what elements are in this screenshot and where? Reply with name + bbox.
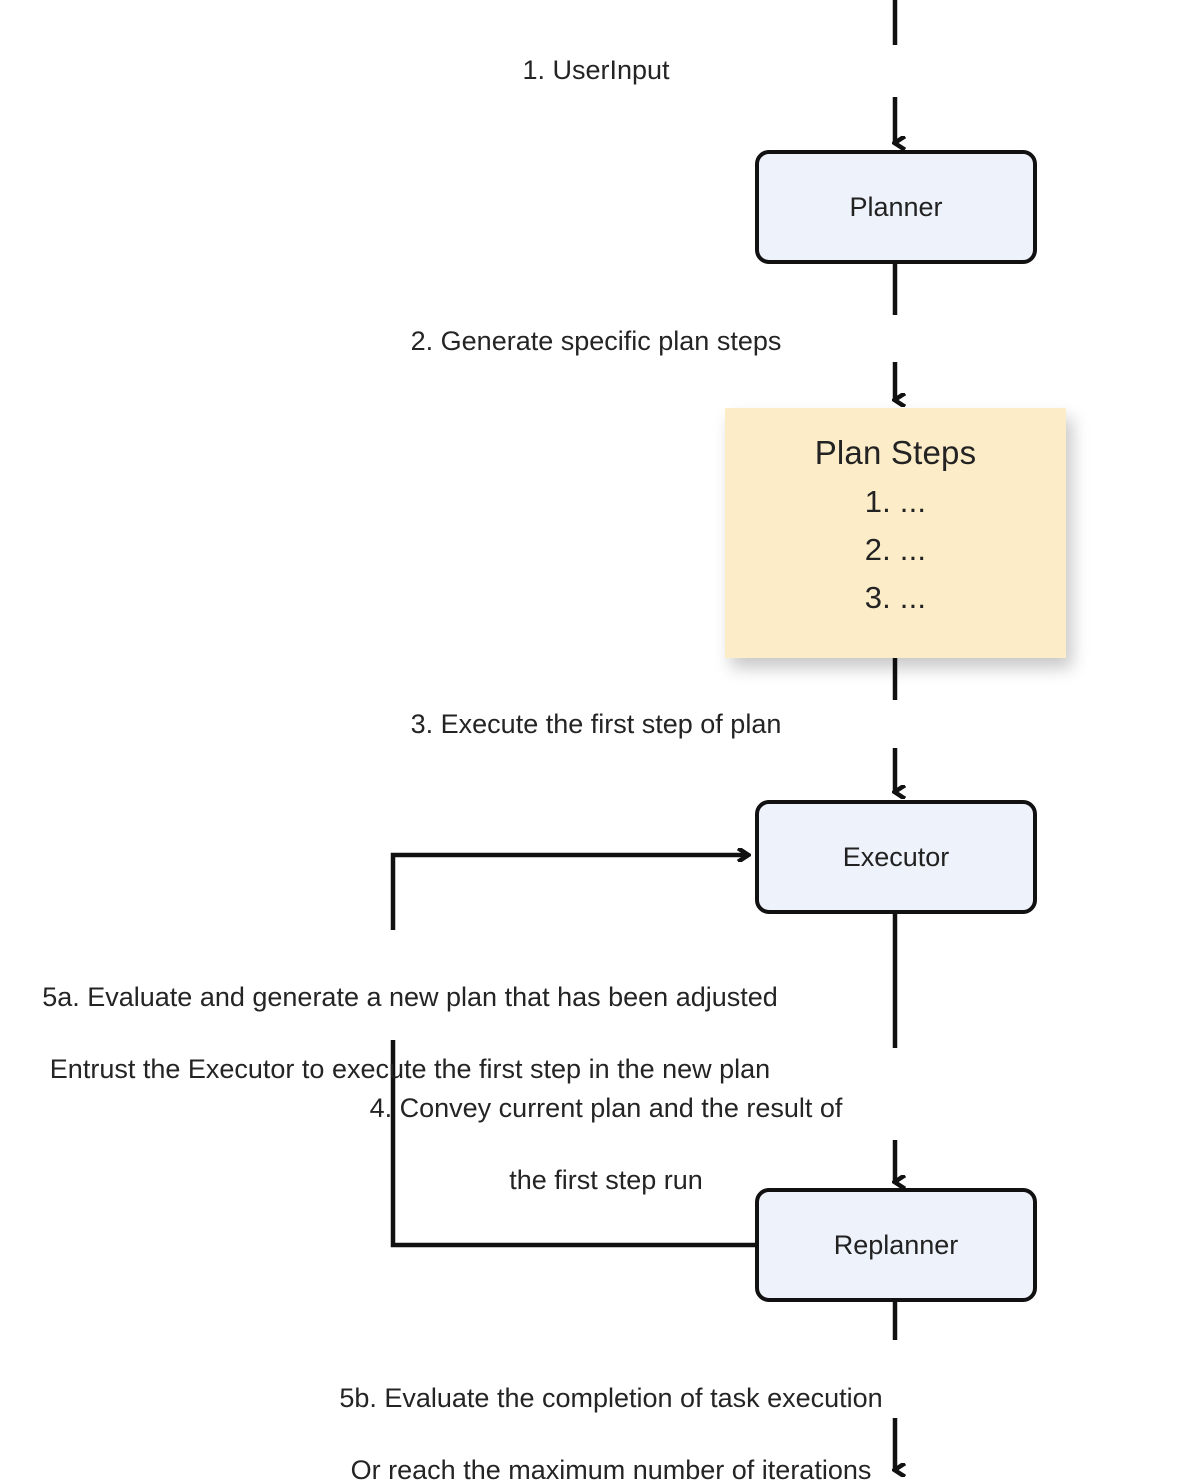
edge-label-5a-replan: 5a. Evaluate and generate a new plan tha…: [0, 944, 790, 1124]
node-executor-label: Executor: [842, 841, 950, 872]
edge-replanner-to-executor-loop: [390, 1040, 755, 1248]
edge-label-5b-line2: Or reach the maximum number of iteration…: [350, 1454, 872, 1480]
edge-label-2-generate-plan-steps: 2. Generate specific plan steps: [410, 326, 782, 356]
node-plan-steps-item-2: 2. ...: [864, 532, 927, 567]
node-plan-steps-item-1: 1. ...: [864, 484, 927, 519]
edge-label-4-convey-plan-line1: 4. Convey current plan and the result of…: [0, 1055, 1182, 1235]
node-replanner[interactable]: Replanner: [755, 1188, 1037, 1302]
edge-label-5a-line1: 5a. Evaluate and generate a new plan tha…: [42, 981, 778, 1012]
edge-label-1-userinput: 1. UserInput: [522, 55, 670, 85]
edge-label-4-line1: 4. Convey current plan and the result of: [369, 1092, 843, 1123]
node-planner-label: Planner: [849, 191, 943, 222]
node-plan-steps[interactable]: Plan Steps 1. ... 2. ... 3. ...: [725, 408, 1066, 658]
edge-label-4-line2: the first step run: [509, 1164, 703, 1195]
edge-label-3-execute-first-step: 3. Execute the first step of plan: [410, 709, 782, 739]
node-replanner-label: Replanner: [833, 1229, 959, 1260]
edge-label-5a-line2: Entrust the Executor to execute the firs…: [49, 1053, 771, 1084]
node-plan-steps-title: Plan Steps: [814, 434, 977, 471]
edge-replanner-to-executor-loop-upper: [390, 855, 748, 930]
node-planner[interactable]: Planner: [755, 150, 1037, 264]
node-plan-steps-item-3: 3. ...: [864, 580, 927, 615]
node-executor[interactable]: Executor: [755, 800, 1037, 914]
edge-label-5b-evaluate-completion: 5b. Evaluate the completion of task exec…: [0, 1345, 1192, 1480]
edge-label-5b-line1: 5b. Evaluate the completion of task exec…: [339, 1382, 883, 1413]
